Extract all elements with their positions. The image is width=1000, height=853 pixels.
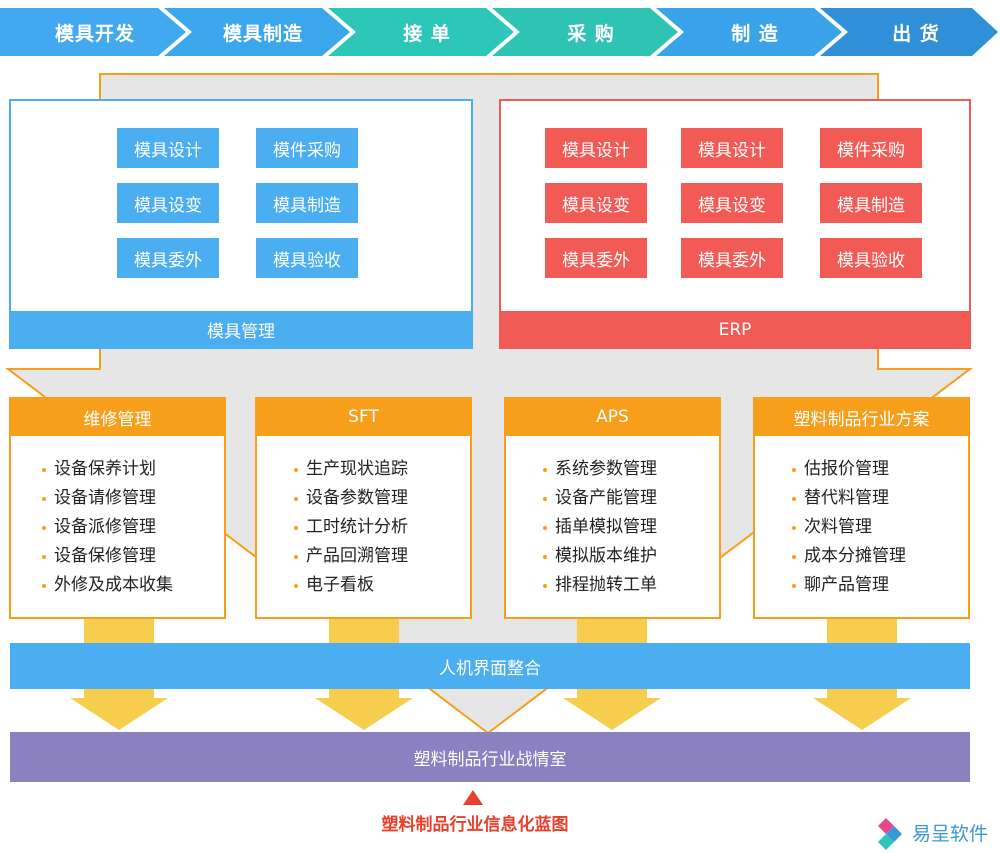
mold-panel-frame [9, 99, 473, 349]
process-step: 模具制造 [222, 22, 303, 45]
module-title: SFT [256, 398, 471, 436]
erp-item: 模具委外 [681, 238, 783, 278]
module-list-item: 设备保养计划 [42, 455, 173, 484]
module-list-item: 设备产能管理 [543, 484, 657, 513]
module-list: 生产现状追踪 设备参数管理 工时统计分析 产品回溯管理 电子看板 [294, 455, 408, 600]
erp-item: 模具委外 [545, 238, 647, 278]
erp-item: 模具设计 [545, 128, 647, 168]
module-list-item: 模拟版本维护 [543, 542, 657, 571]
caption-up-arrow [463, 790, 483, 805]
module-list-item: 系统参数管理 [543, 455, 657, 484]
erp-item: 模具设变 [681, 183, 783, 223]
module-list-item: 替代料管理 [792, 484, 906, 513]
chevron-shape [164, 8, 350, 56]
chevron-shape [820, 8, 998, 56]
mold-item: 模具设计 [117, 128, 219, 168]
module-list-item: 次料管理 [792, 513, 906, 542]
mold-panel-title: 模具管理 [10, 311, 472, 348]
module-title: APS [505, 398, 720, 436]
module-list-item: 排程抛转工单 [543, 571, 657, 600]
chevron-shape [328, 8, 514, 56]
erp-item: 模具设变 [545, 183, 647, 223]
process-step: 出 货 [892, 22, 940, 45]
hmi-integration-bar: 人机界面整合 [10, 643, 970, 689]
module-list: 系统参数管理 设备产能管理 插单模拟管理 模拟版本维护 排程抛转工单 [543, 455, 657, 600]
erp-item: 模具制造 [820, 183, 922, 223]
module-list-item: 生产现状追踪 [294, 455, 408, 484]
module-list-item: 外修及成本收集 [42, 571, 173, 600]
module-list: 设备保养计划 设备请修管理 设备派修管理 设备保修管理 外修及成本收集 [42, 455, 173, 600]
mold-item: 模件采购 [256, 128, 358, 168]
erp-item: 模件采购 [820, 128, 922, 168]
process-chevron-bar [0, 8, 998, 56]
process-step: 采 购 [567, 22, 615, 45]
logo-text: 易呈软件 [912, 823, 989, 845]
erp-item: 模具验收 [820, 238, 922, 278]
chevron-shape [0, 8, 186, 56]
erp-item: 模具设计 [681, 128, 783, 168]
module-list-item: 产品回溯管理 [294, 542, 408, 571]
erp-panel-title: ERP [500, 311, 970, 348]
chevron-shape [492, 8, 678, 56]
module-list-item: 聊产品管理 [792, 571, 906, 600]
module-title: 塑料制品行业方案 [754, 398, 969, 436]
module-list-item: 插单模拟管理 [543, 513, 657, 542]
module-list-item: 设备派修管理 [42, 513, 173, 542]
mold-item: 模具验收 [256, 238, 358, 278]
module-list-item: 设备请修管理 [42, 484, 173, 513]
process-step: 接 单 [403, 22, 451, 45]
chevron-shape [656, 8, 842, 56]
module-list-item: 设备保修管理 [42, 542, 173, 571]
logo-icon [878, 818, 902, 850]
process-step: 制 造 [731, 22, 779, 45]
mold-item: 模具设变 [117, 183, 219, 223]
process-step: 模具开发 [54, 22, 135, 45]
module-list-item: 估报价管理 [792, 455, 906, 484]
mold-item: 模具制造 [256, 183, 358, 223]
module-list-item: 电子看板 [294, 571, 408, 600]
diagram-caption: 塑料制品行业信息化蓝图 [381, 815, 569, 835]
module-title: 维修管理 [10, 398, 225, 436]
module-list: 估报价管理 替代料管理 次料管理 成本分摊管理 聊产品管理 [792, 455, 906, 600]
mold-item: 模具委外 [117, 238, 219, 278]
module-list-item: 设备参数管理 [294, 484, 408, 513]
module-list-item: 成本分摊管理 [792, 542, 906, 571]
module-list-item: 工时统计分析 [294, 513, 408, 542]
war-room-bar: 塑料制品行业战情室 [10, 732, 970, 782]
